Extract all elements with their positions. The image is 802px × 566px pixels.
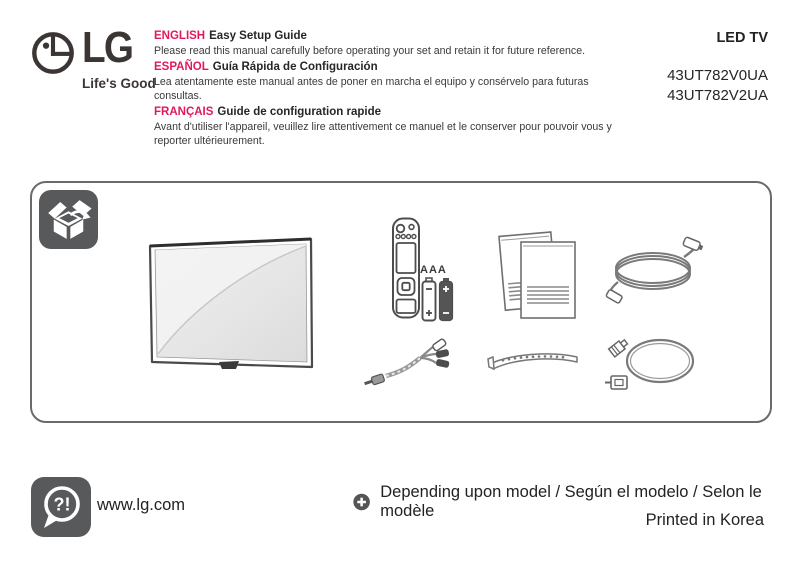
model-dependency-note: Depending upon model / Según el modelo /… [353, 483, 802, 521]
model-block: LED TV 43UT782V0UA 43UT782V2UA [667, 30, 768, 106]
section-body: Avant d'utiliser l'appareil, veuillez li… [154, 120, 612, 148]
guide-title: Guía Rápida de Configuración [212, 60, 378, 73]
unboxing-icon [39, 190, 98, 249]
section-body: Lea atentamente este manual antes de pon… [154, 75, 589, 103]
cable-holder-illustration [487, 353, 578, 371]
language-name: ENGLISH [154, 30, 206, 42]
product-type: LED TV [716, 30, 768, 46]
help-glyph: ?! [54, 495, 71, 515]
language-name: FRANÇAIS [154, 105, 214, 118]
model-number: 43UT782V2UA [667, 87, 768, 104]
av-cable-illustration [364, 338, 450, 386]
guide-title: Easy Setup Guide [209, 30, 307, 42]
section-body: Please read this manual carefully before… [154, 45, 586, 57]
accessories-box: AAA [30, 181, 772, 423]
lg-logo-icon [32, 32, 74, 74]
model-number: 43UT782V0UA [667, 67, 768, 84]
guide-title: Guide de configuration rapide [217, 105, 381, 118]
lg-wordmark: LG [82, 23, 134, 72]
tv-illustration [148, 237, 314, 369]
language-name: ESPAÑOL [154, 60, 209, 73]
help-support-icon: ?! [31, 477, 91, 537]
rf-cable-illustration [605, 338, 695, 390]
battery-size-label: AAA [420, 264, 447, 276]
plus-icon [353, 493, 370, 511]
batteries-group: AAA [419, 264, 459, 328]
website-url: www.lg.com [97, 496, 186, 514]
brand-tagline: Life's Good [82, 76, 156, 91]
printed-in: Printed in Korea [645, 511, 764, 529]
note-text: Depending upon model / Según el modelo /… [380, 483, 762, 520]
manuals-illustration [498, 231, 576, 319]
batteries-illustration [421, 277, 454, 322]
power-cable-illustration [605, 236, 704, 304]
remote-illustration [392, 217, 420, 319]
